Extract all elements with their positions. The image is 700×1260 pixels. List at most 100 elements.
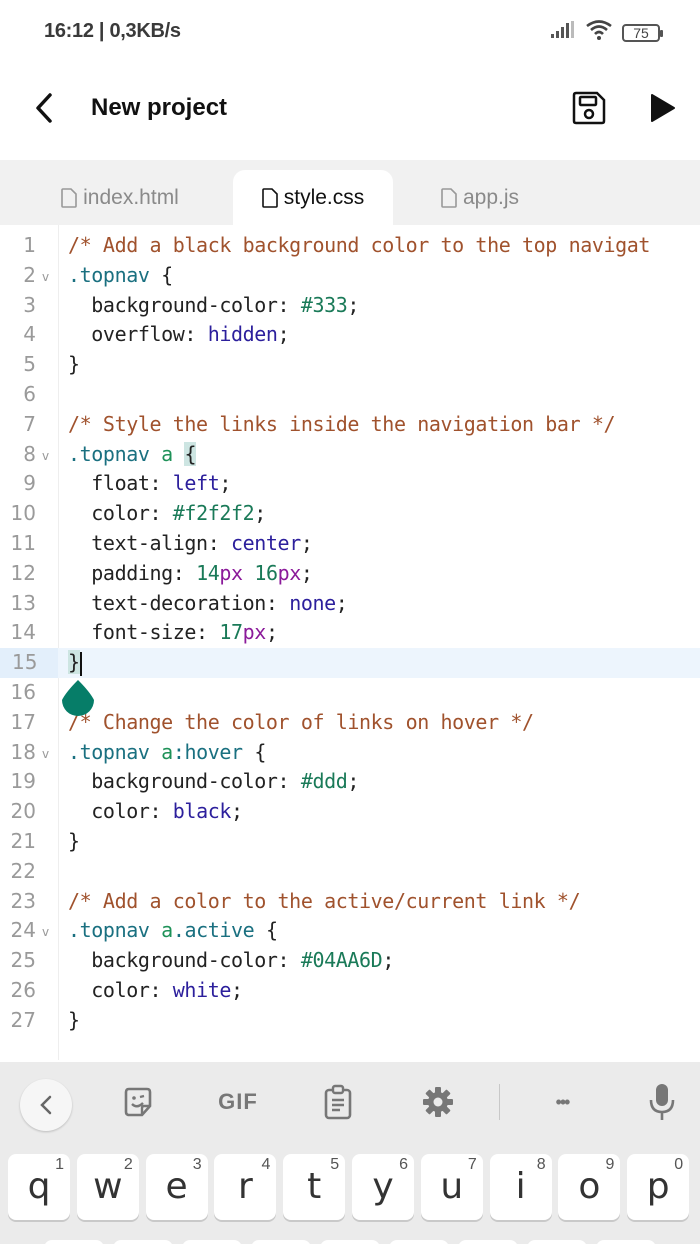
key-hint: 9 bbox=[605, 1156, 615, 1173]
line-number: 27 bbox=[10, 1007, 36, 1032]
line-number: 13 bbox=[10, 590, 36, 615]
code-line[interactable]: 12 padding: 14px 16px; bbox=[0, 559, 700, 589]
gear-icon bbox=[423, 1087, 453, 1117]
key-row2[interactable] bbox=[596, 1240, 656, 1260]
code-line[interactable]: 7/* Style the links inside the navigatio… bbox=[0, 410, 700, 440]
line-number: 6 bbox=[23, 382, 36, 406]
code-text: } bbox=[68, 650, 82, 676]
key-row2[interactable] bbox=[182, 1240, 242, 1260]
text-cursor-handle[interactable] bbox=[60, 678, 96, 718]
keyboard-collapse-button[interactable] bbox=[20, 1079, 72, 1131]
code-text: .topnav { bbox=[68, 262, 173, 287]
code-line[interactable]: 22 bbox=[0, 857, 700, 887]
code-line[interactable]: 26 color: white; bbox=[0, 976, 700, 1006]
tab-index-html[interactable]: index.html bbox=[30, 170, 210, 225]
key-row2[interactable] bbox=[389, 1240, 449, 1260]
code-text: /* Add a color to the active/current lin… bbox=[68, 888, 581, 913]
code-line[interactable]: 3 background-color: #333; bbox=[0, 291, 700, 321]
fold-toggle-icon[interactable]: v bbox=[42, 269, 50, 284]
code-editor[interactable]: 1/* Add a black background color to the … bbox=[0, 225, 700, 1060]
line-number: 17 bbox=[10, 709, 36, 734]
status-icons: 75 bbox=[550, 20, 663, 45]
code-line[interactable]: 17 /* Change the color of links on hover … bbox=[0, 708, 700, 738]
code-line[interactable]: 6 bbox=[0, 380, 700, 410]
code-line[interactable]: 19 background-color: #ddd; bbox=[0, 767, 700, 797]
key-row2[interactable] bbox=[251, 1240, 311, 1260]
code-line[interactable]: 27} bbox=[0, 1006, 700, 1036]
code-line[interactable]: 14 font-size: 17px; bbox=[0, 618, 700, 648]
code-line[interactable]: 10 color: #f2f2f2; bbox=[0, 499, 700, 529]
key-label: q bbox=[27, 1166, 51, 1207]
code-line[interactable]: 23 /* Add a color to the active/current l… bbox=[0, 887, 700, 917]
code-line[interactable]: 1/* Add a black background color to the … bbox=[0, 231, 700, 261]
code-line[interactable]: 15} bbox=[0, 648, 700, 678]
save-button[interactable] bbox=[570, 88, 608, 128]
code-text: background-color: #333; bbox=[68, 292, 360, 317]
key-row2[interactable] bbox=[44, 1240, 104, 1260]
fold-toggle-icon[interactable]: v bbox=[42, 448, 50, 463]
tab-style-css[interactable]: style.css bbox=[233, 170, 393, 225]
code-line[interactable]: 4 overflow: hidden; bbox=[0, 320, 700, 350]
key-row2[interactable] bbox=[527, 1240, 587, 1260]
line-number: 15 bbox=[0, 648, 58, 678]
code-text: /* Style the links inside the navigation… bbox=[68, 411, 616, 436]
code-line[interactable]: 16 bbox=[0, 678, 700, 708]
code-text: } bbox=[68, 829, 80, 853]
code-text: color: #f2f2f2; bbox=[68, 501, 266, 526]
settings-button[interactable] bbox=[418, 1082, 458, 1122]
clipboard-button[interactable] bbox=[318, 1082, 358, 1122]
line-number: 18 bbox=[10, 739, 36, 764]
code-line[interactable]: 25 background-color: #04AA6D; bbox=[0, 946, 700, 976]
code-line[interactable]: 9 float: left; bbox=[0, 469, 700, 499]
key-label: i bbox=[515, 1166, 526, 1207]
keyboard-row-asdf bbox=[0, 1240, 700, 1260]
key-label: e bbox=[165, 1166, 188, 1207]
key-hint: 2 bbox=[123, 1156, 133, 1173]
key-hint: 5 bbox=[330, 1156, 340, 1173]
code-line[interactable]: 13 text-decoration: none; bbox=[0, 589, 700, 619]
code-line[interactable]: 5} bbox=[0, 350, 700, 380]
code-line[interactable]: 21} bbox=[0, 827, 700, 857]
key-label: p bbox=[646, 1166, 670, 1207]
back-button[interactable] bbox=[26, 88, 62, 128]
more-button[interactable]: ••• bbox=[555, 1091, 571, 1112]
voice-input-button[interactable] bbox=[642, 1082, 682, 1122]
code-text: color: black; bbox=[68, 799, 243, 824]
gif-button[interactable]: GIF bbox=[218, 1089, 258, 1114]
key-label: y bbox=[372, 1166, 394, 1207]
tab-app-js[interactable]: app.js bbox=[420, 170, 540, 225]
sticker-button[interactable] bbox=[118, 1082, 158, 1122]
key-label: w bbox=[93, 1166, 123, 1207]
code-line[interactable]: 20 color: black; bbox=[0, 797, 700, 827]
key-hint: 0 bbox=[674, 1156, 684, 1173]
line-number: 1 bbox=[23, 233, 36, 257]
run-button[interactable] bbox=[644, 88, 680, 128]
code-text: padding: 14px 16px; bbox=[68, 560, 313, 585]
key-row2[interactable] bbox=[458, 1240, 518, 1260]
key-row2[interactable] bbox=[113, 1240, 173, 1260]
clipboard-icon bbox=[324, 1084, 352, 1120]
line-number: 23 bbox=[10, 888, 36, 913]
fold-toggle-icon[interactable]: v bbox=[42, 925, 50, 940]
code-text: /* Change the color of links on hover */ bbox=[68, 709, 534, 734]
fold-toggle-icon[interactable]: v bbox=[42, 746, 50, 761]
wifi-icon bbox=[586, 20, 612, 45]
key-row2[interactable] bbox=[320, 1240, 380, 1260]
code-line[interactable]: 11 text-align: center; bbox=[0, 529, 700, 559]
code-text: text-decoration: none; bbox=[68, 590, 348, 615]
file-icon bbox=[261, 187, 278, 208]
